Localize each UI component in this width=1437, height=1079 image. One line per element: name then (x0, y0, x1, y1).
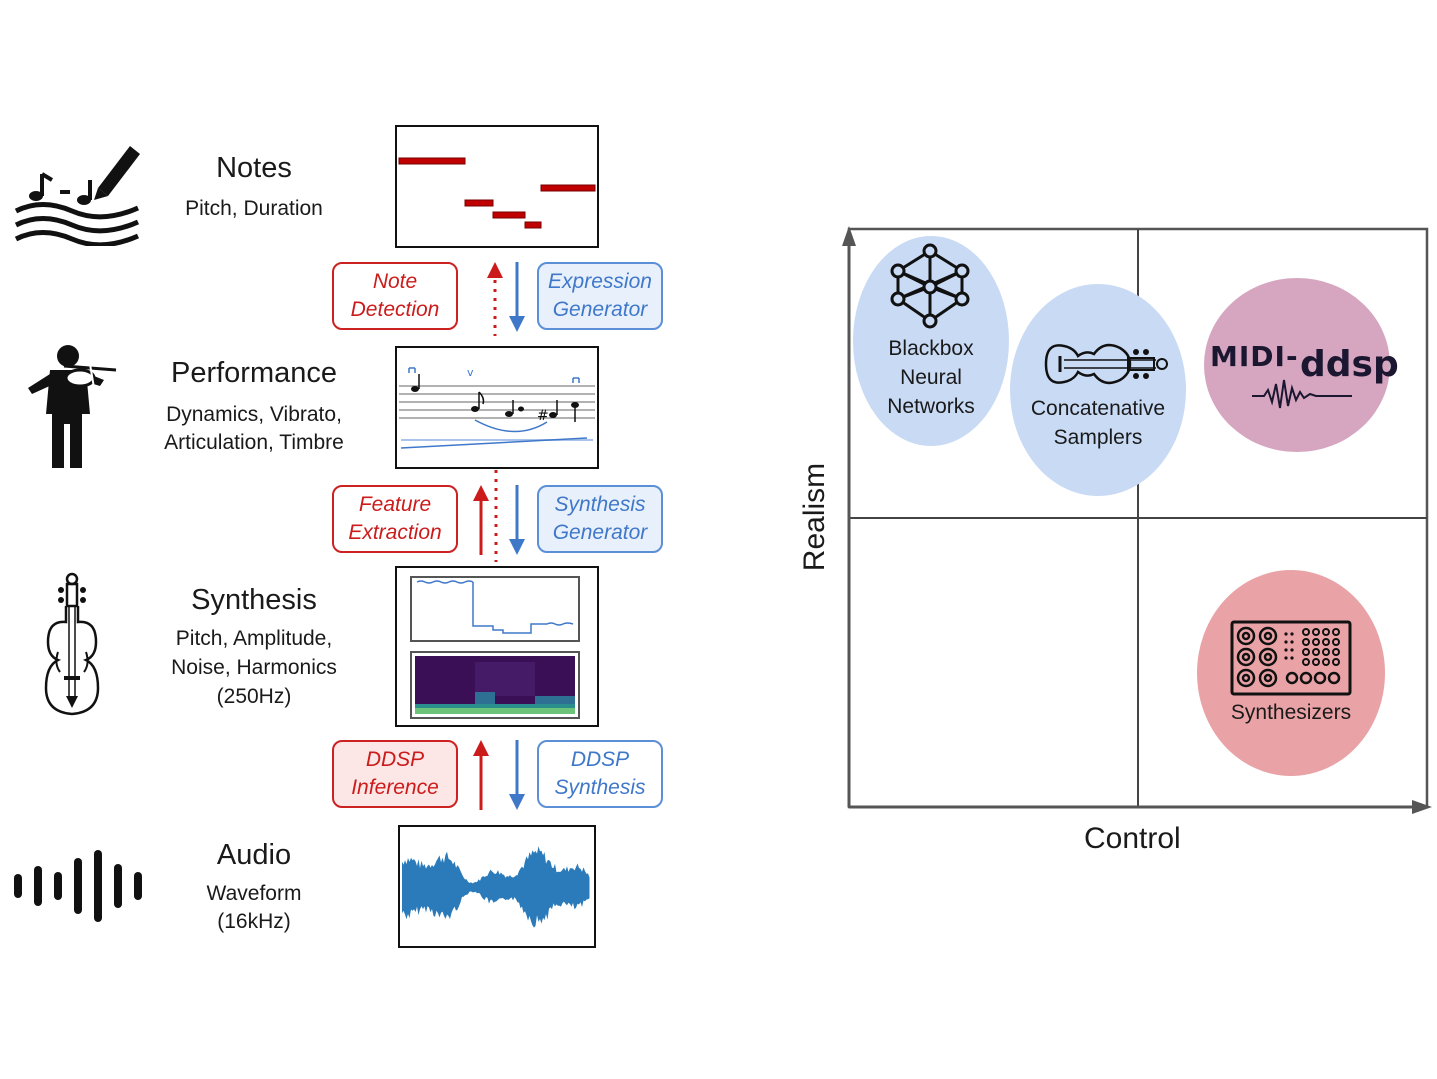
synthesizers-label: Synthesizers (1197, 698, 1385, 727)
label-line: Samplers (1053, 426, 1143, 449)
pill-line: Detection (350, 298, 440, 321)
ddsp-logo-text: ddsp (1300, 344, 1399, 385)
stage-title-performance: Performance (170, 357, 337, 389)
stage-title-audio: Audio (216, 839, 292, 871)
violinist-icon (28, 345, 117, 468)
stage-sub-synthesis-2: Noise, Harmonics (171, 656, 337, 679)
pill-line: Synthesis (554, 493, 646, 516)
waveform-shape (402, 846, 590, 928)
dotted-divider-icon (494, 470, 498, 562)
pill-line: DDSP (365, 748, 425, 771)
x-axis-label: Control (1084, 822, 1181, 855)
svg-text:#: # (537, 408, 549, 424)
samplers-label: Concatenative Samplers (1010, 394, 1186, 452)
pill-line: Note (372, 270, 418, 293)
music-notes-pen-icon (14, 146, 140, 246)
waveform-plot (402, 846, 590, 928)
up-arrow-icon (473, 740, 489, 810)
feature-extraction-label: Feature Extraction (332, 485, 458, 553)
pill-line: Inference (351, 776, 439, 799)
note-detection-label: Note Detection (332, 262, 458, 330)
up-arrow-icon (473, 485, 489, 555)
label-line: Synthesizers (1230, 701, 1352, 724)
stage-title-notes: Notes (216, 152, 292, 184)
stage-title-synthesis: Synthesis (191, 584, 317, 616)
pill-line: Synthesis (554, 776, 646, 799)
stage-sub-notes: Pitch, Duration (185, 197, 323, 220)
piano-roll-panel (395, 125, 599, 248)
synthesis-generator-label: Synthesis Generator (537, 485, 663, 553)
score-notation: v # (399, 366, 595, 449)
piano-roll-chart (398, 157, 596, 229)
stage-sub-performance-2: Articulation, Timbre (164, 431, 344, 454)
pill-line: Generator (552, 298, 648, 321)
label-line: Networks (887, 395, 975, 418)
quadrant-chart (842, 226, 1432, 814)
pill-line: Generator (552, 521, 648, 544)
stage-sub-audio-2: (16kHz) (217, 910, 291, 933)
pill-line: Extraction (348, 521, 442, 544)
synthesis-features-plot (410, 576, 580, 719)
midi-logo-text: MIDI- (1210, 340, 1299, 373)
stage-sub-performance-1: Dynamics, Vibrato, (166, 403, 342, 426)
down-arrow-icon (509, 485, 525, 555)
svg-text:v: v (467, 366, 474, 379)
down-arrow-icon (509, 740, 525, 810)
label-line: Blackbox (888, 337, 974, 360)
blackbox-label: Blackbox Neural Networks (853, 334, 1009, 421)
stage-sub-synthesis-3: (250Hz) (216, 685, 292, 708)
score-panel: v # (395, 346, 599, 469)
pill-line: Expression (548, 270, 652, 293)
ddsp-inference-label: DDSP Inference (332, 740, 458, 808)
expression-generator-label: Expression Generator (537, 262, 663, 330)
down-arrow-icon (509, 262, 525, 332)
up-dotted-arrow-icon (487, 262, 503, 336)
synthesis-features-panel (395, 566, 599, 727)
synthesizer-icon (1230, 620, 1352, 696)
midi-ddsp-logo: MIDI- ddsp (1208, 338, 1399, 418)
label-line: Concatenative (1030, 397, 1166, 420)
midi-ddsp-circle (1204, 278, 1390, 452)
blackbox-ellipse (853, 236, 1009, 446)
audio-bars-icon (14, 850, 142, 922)
stage-sub-synthesis-1: Pitch, Amplitude, (175, 627, 333, 650)
pill-line: Feature (358, 493, 432, 516)
violin-icon (44, 572, 100, 716)
violin-icon (1044, 343, 1168, 385)
waveform-panel (398, 825, 596, 948)
stage-sub-audio-1: Waveform (206, 882, 302, 905)
label-line: Neural (900, 366, 962, 389)
pill-line: DDSP (570, 748, 630, 771)
ddsp-wave-icon (1252, 379, 1352, 409)
samplers-ellipse (1010, 284, 1186, 496)
ddsp-synthesis-label: DDSP Synthesis (537, 740, 663, 808)
neural-network-icon (890, 243, 970, 329)
y-axis-label: Realism (798, 462, 831, 572)
